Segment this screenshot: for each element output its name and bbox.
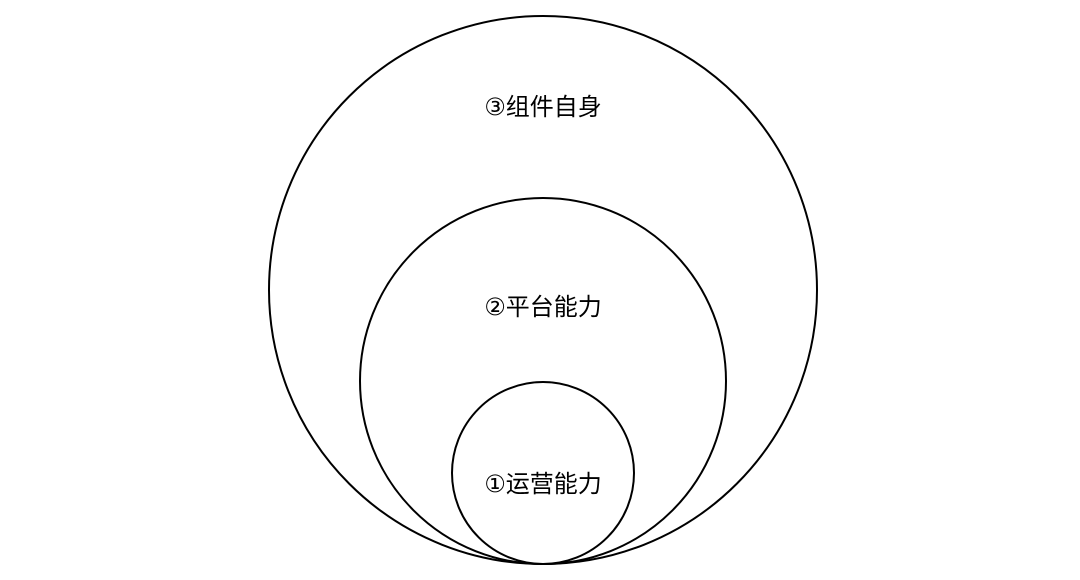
inner-circle <box>451 381 635 565</box>
inner-circle-label: ①运营能力 <box>484 470 602 498</box>
outer-circle-label: ③组件自身 <box>484 93 602 121</box>
middle-circle-label: ②平台能力 <box>484 293 602 321</box>
